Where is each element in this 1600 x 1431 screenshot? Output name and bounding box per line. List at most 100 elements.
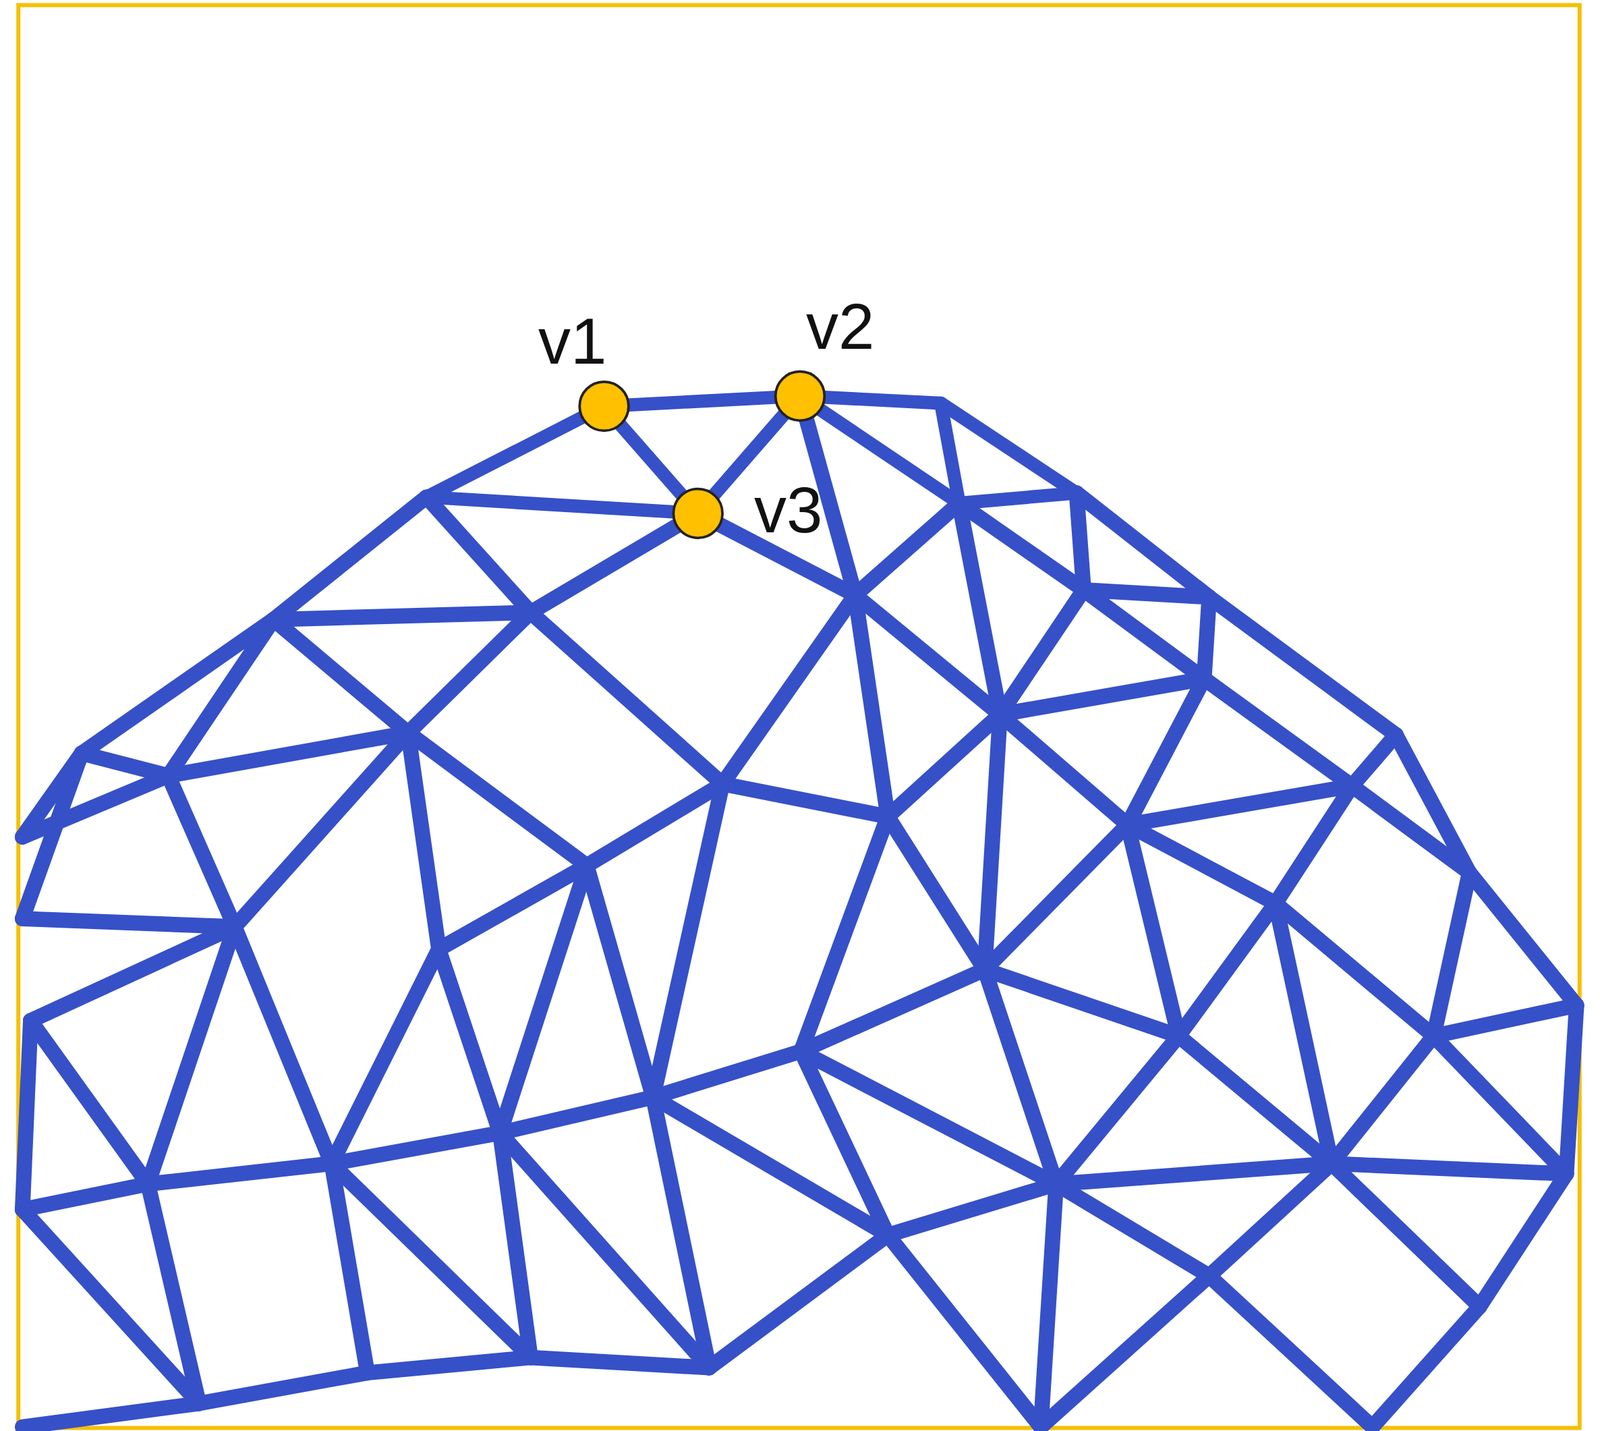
mesh-edge <box>887 816 985 970</box>
mesh-edge <box>1372 1305 1480 1427</box>
mesh-edge <box>273 612 531 620</box>
mesh-edge <box>408 732 587 866</box>
mesh-edge <box>426 497 698 514</box>
mesh-edge <box>1000 678 1205 715</box>
mesh-edge <box>652 1050 801 1097</box>
mesh-edge <box>198 1372 368 1404</box>
mesh-edge <box>1056 1036 1180 1184</box>
mesh-edge <box>1040 1183 1057 1427</box>
mesh-edge <box>1076 493 1084 591</box>
mesh-edge <box>1433 1036 1567 1174</box>
mesh-edge <box>984 714 1001 970</box>
mesh-edge <box>30 1020 148 1184</box>
mesh-edge <box>234 926 332 1164</box>
mesh-edge <box>1000 714 1128 825</box>
mesh-edge <box>1209 596 1397 735</box>
mesh-edge <box>604 395 800 407</box>
mesh-edge <box>984 969 1057 1184</box>
mesh-edge <box>1040 1275 1210 1427</box>
vertex-label: v2 <box>806 294 875 359</box>
mesh-edge <box>438 949 500 1133</box>
mesh-edge <box>426 406 604 498</box>
mesh-edge <box>168 732 409 776</box>
mesh-edge <box>1204 596 1210 679</box>
mesh-edge <box>1127 785 1353 825</box>
mesh-edge <box>273 497 427 620</box>
vertex-dot <box>673 489 723 539</box>
mesh-edge <box>1433 1005 1577 1036</box>
mesh-edge <box>652 783 723 1097</box>
mesh-edge <box>1178 903 1276 1037</box>
mesh-edges <box>22 395 1577 1427</box>
vertex-label: v3 <box>754 477 823 543</box>
mesh-edge <box>1056 1183 1210 1276</box>
vertex-label: v1 <box>538 308 607 374</box>
mesh-edge <box>1351 734 1396 786</box>
mesh-edge <box>1056 1163 1332 1184</box>
mesh-edge <box>1566 1005 1577 1174</box>
mesh-edge <box>800 395 960 504</box>
mesh-edge <box>1127 678 1205 825</box>
mesh-edge <box>1275 785 1352 904</box>
mesh-edge <box>887 1183 1057 1236</box>
mesh-edge <box>887 714 1000 817</box>
mesh-edge <box>168 619 274 776</box>
mesh-edge <box>22 1209 199 1404</box>
mesh-edge <box>801 816 889 1051</box>
mesh-edge <box>331 1163 531 1358</box>
vertex-dot <box>775 371 825 421</box>
mesh-edge <box>331 949 440 1164</box>
mesh-edge <box>499 1132 709 1368</box>
mesh-edge <box>722 783 888 817</box>
mesh-edge <box>855 594 888 817</box>
mesh-edge <box>22 918 235 927</box>
mesh-edge <box>530 513 699 613</box>
mesh-edge <box>22 1020 31 1210</box>
mesh-edge <box>652 1096 888 1235</box>
mesh-edge <box>438 865 587 950</box>
mesh-edge <box>722 594 856 784</box>
mesh-edge <box>1083 589 1205 679</box>
mesh-edge <box>147 1163 332 1184</box>
mesh-edge <box>1127 824 1180 1036</box>
mesh-edge <box>22 1403 199 1427</box>
mesh-edge <box>530 612 723 784</box>
mesh-edge <box>81 619 274 753</box>
mesh-edge <box>1331 1036 1434 1164</box>
mesh-edge <box>408 732 439 950</box>
mesh-edge <box>1469 872 1577 1006</box>
mesh-edge <box>1479 1173 1567 1307</box>
mesh-edge <box>887 1235 1041 1427</box>
mesh-edge <box>1209 1163 1333 1276</box>
mesh-edge <box>1209 1275 1373 1427</box>
mesh-edge <box>1395 734 1470 873</box>
mesh-edge <box>81 752 169 776</box>
mesh-edge <box>499 1096 653 1133</box>
mesh-edge <box>408 612 531 734</box>
mesh-edge <box>1076 493 1210 597</box>
mesh-edge <box>940 403 1077 494</box>
mesh-edge <box>168 775 235 927</box>
frame <box>18 5 1580 1428</box>
mesh-edge <box>1331 1163 1567 1174</box>
mesh-edge <box>586 865 653 1097</box>
mesh-edge <box>22 775 168 838</box>
mesh-edge <box>22 1183 148 1210</box>
mesh-edge <box>426 497 531 613</box>
mesh-edge <box>959 503 1084 591</box>
mesh-edge <box>959 493 1077 504</box>
mesh-edge <box>1433 872 1470 1036</box>
mesh-edge <box>331 1132 501 1163</box>
mesh-edge <box>855 503 960 595</box>
mesh-edge <box>1331 1163 1480 1307</box>
mesh-edge <box>367 1357 531 1373</box>
mesh-edge <box>708 1235 888 1368</box>
mesh-edge <box>530 1357 710 1368</box>
mesh-edge <box>273 619 409 733</box>
mesh-edge <box>984 969 1179 1036</box>
mesh-edge <box>984 824 1128 970</box>
mesh-edge <box>147 926 235 1184</box>
mesh-edge <box>1178 1036 1332 1164</box>
vertex-dot <box>579 381 629 432</box>
